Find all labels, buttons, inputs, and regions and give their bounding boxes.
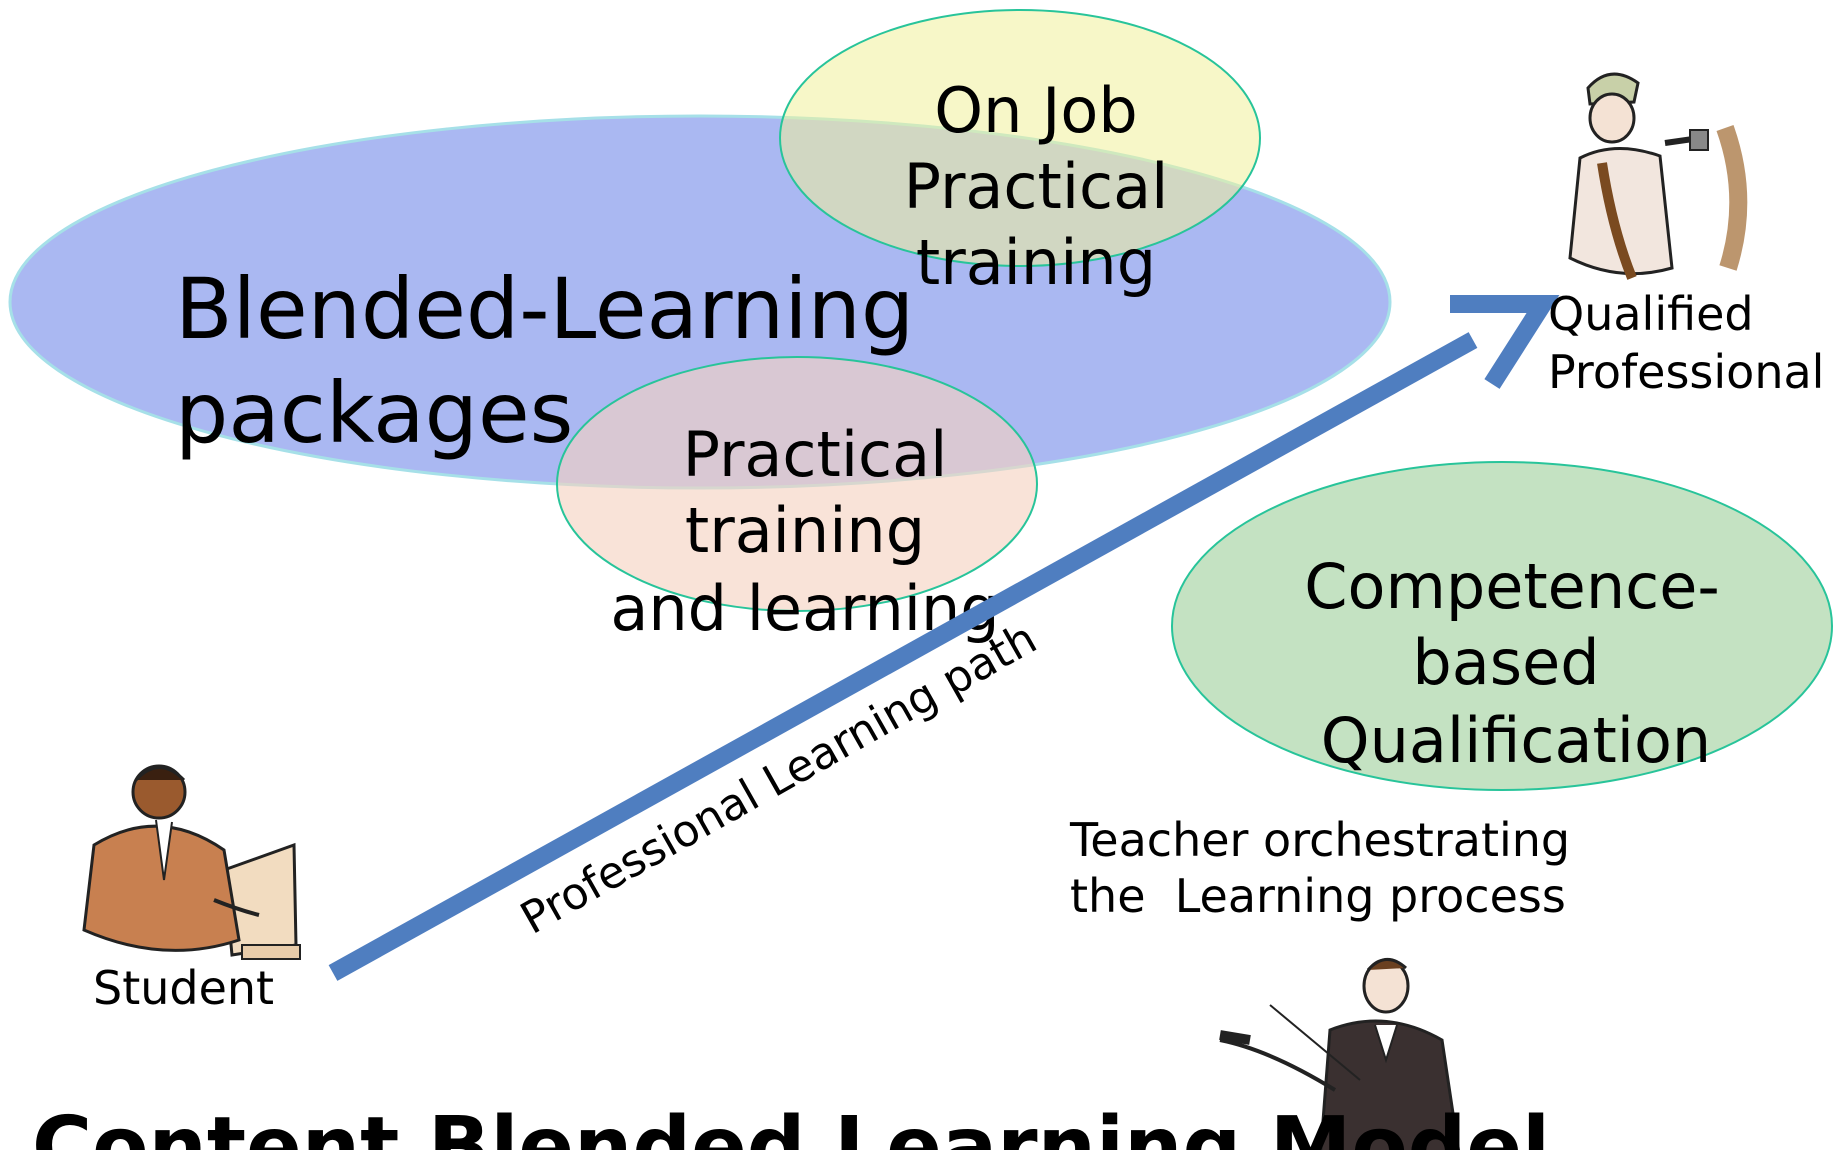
- student-label: Student: [93, 961, 274, 1015]
- craftsman-icon: [1568, 72, 1748, 280]
- competence-line-1: Competence-: [1304, 550, 1719, 623]
- on-job-training-ellipse: [779, 9, 1261, 267]
- competence-line-3: Qualification: [1321, 704, 1711, 777]
- practical-line-2: training: [685, 494, 925, 567]
- professional-line-2: Professional: [1548, 345, 1824, 399]
- on-job-line-2: Practical: [904, 150, 1169, 223]
- professional-line-1: Qualified: [1548, 287, 1754, 341]
- diagram-title: Content Blended Learning Model: [32, 1100, 1550, 1150]
- conductor-icon: [1219, 958, 1461, 1154]
- teacher-line-1: Teacher orchestrating: [1069, 813, 1570, 867]
- practical-training-ellipse: [556, 356, 1038, 612]
- student-icon: [82, 764, 301, 960]
- on-job-line-3: training: [916, 226, 1156, 299]
- on-job-line-1: On Job: [934, 74, 1137, 147]
- learning-path-arrow: [328, 295, 1560, 981]
- teacher-line-2: the Learning process: [1070, 869, 1566, 923]
- competence-qualification-ellipse: [1171, 461, 1833, 791]
- blended-learning-line-2: packages: [175, 364, 573, 462]
- learning-path-label: Professional Learning path: [512, 613, 1045, 945]
- practical-line-1: Practical: [683, 418, 948, 491]
- competence-line-2: based: [1412, 626, 1599, 699]
- blended-learning-line-1: Blended-Learning: [175, 260, 914, 358]
